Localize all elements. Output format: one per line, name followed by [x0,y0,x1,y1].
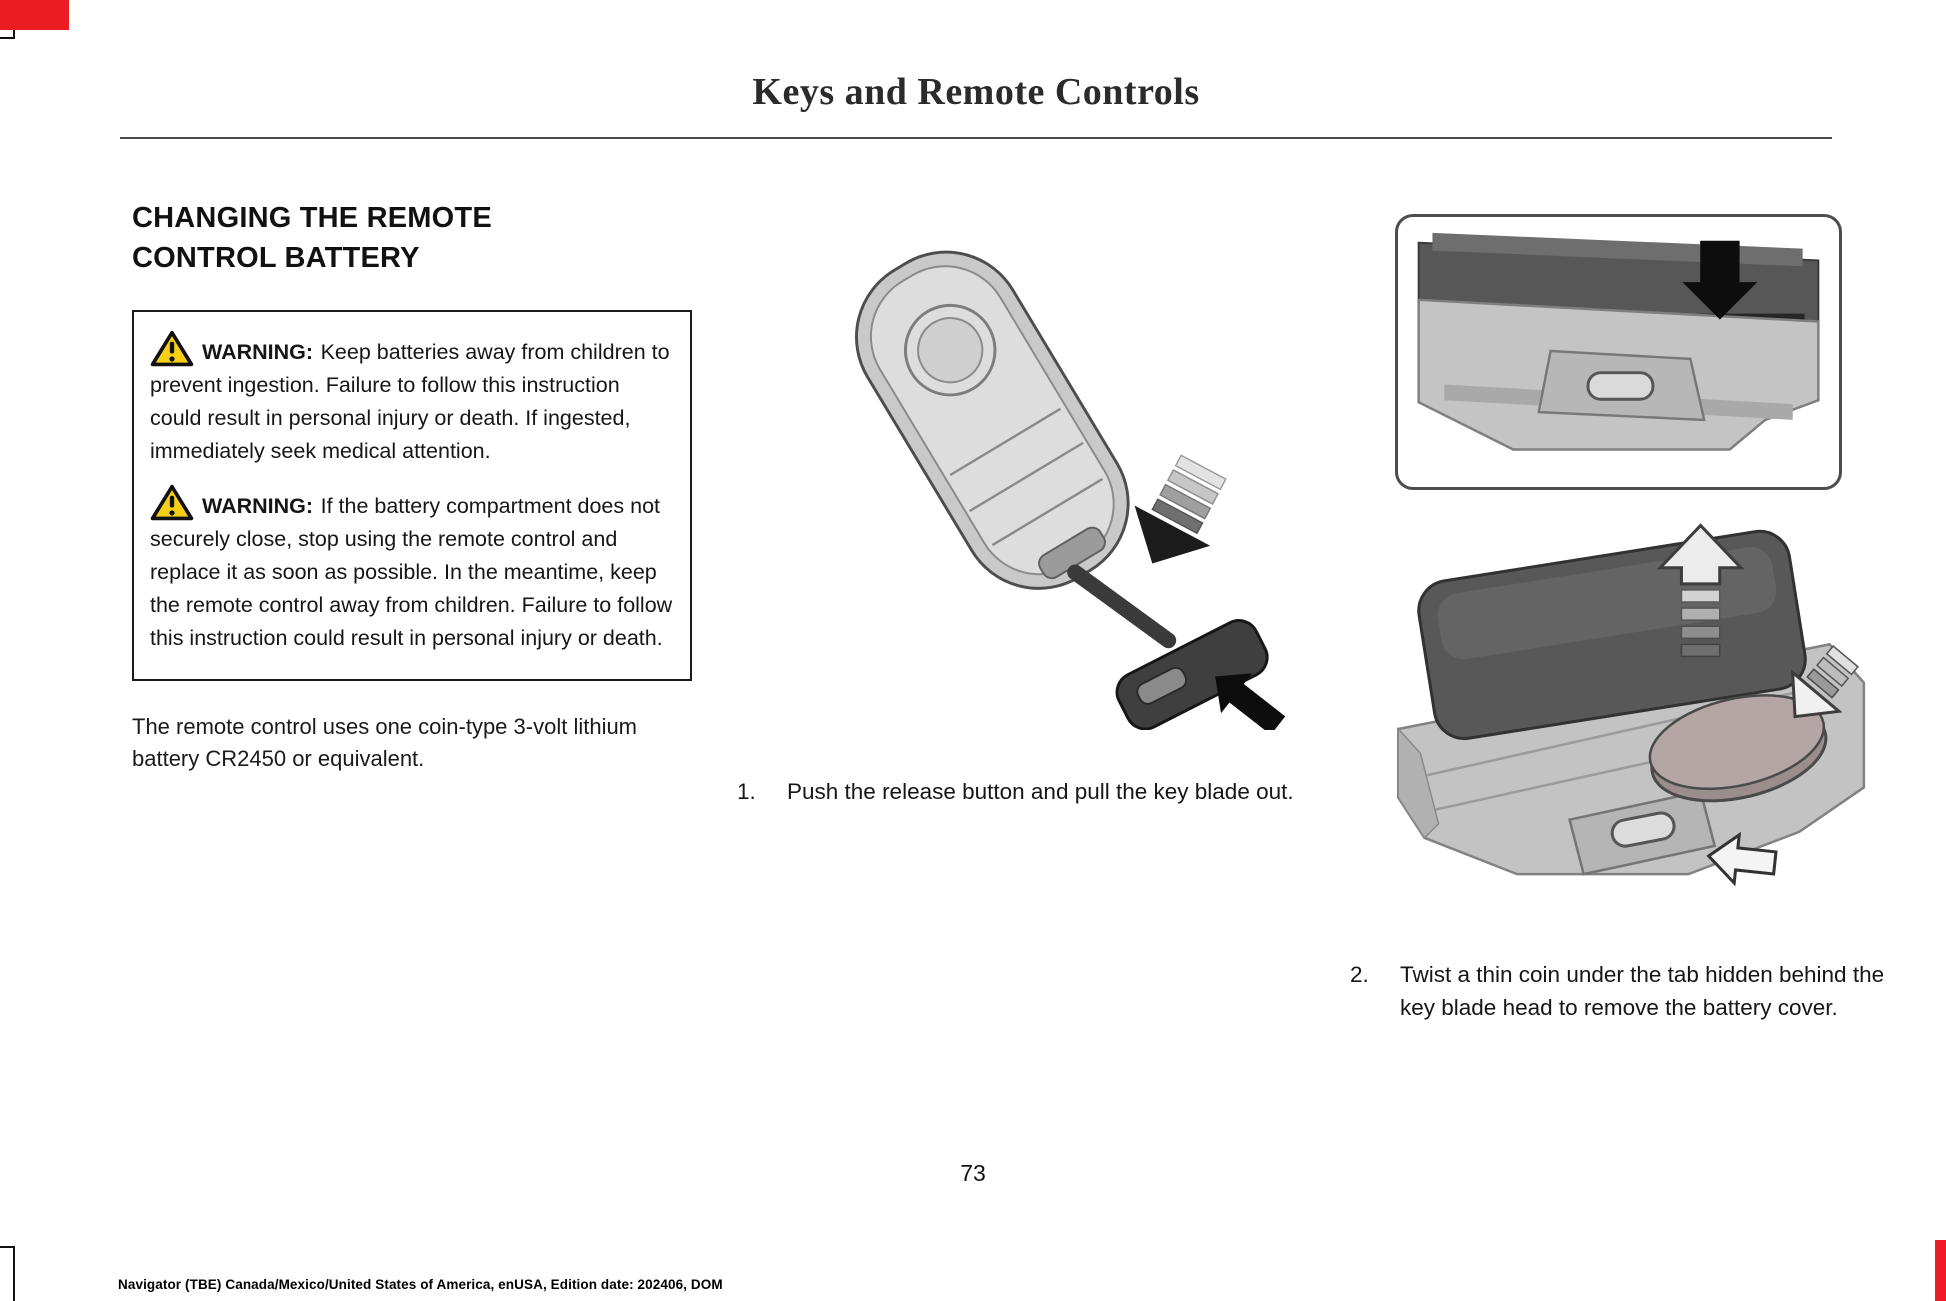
section-heading: CHANGING THE REMOTE CONTROL BATTERY [132,202,492,274]
battery-note: The remote control uses one coin-type 3-… [132,714,638,771]
figure-battery-cover-removal [1396,523,1866,887]
figure-tab-closeup [1417,232,1820,451]
left-column: CHANGING THE REMOTE CONTROL BATTERY WARN… [132,198,692,775]
key-blade [1067,564,1177,649]
footer-edition-text: Navigator (TBE) Canada/Mexico/United Sta… [118,1277,723,1292]
step-text: Push the release button and pull the key… [787,779,1294,804]
figure-key-blade-removal [855,250,1286,730]
red-print-mark-top-left [0,0,69,30]
warning-triangle-icon [150,330,194,367]
page-number: 73 [960,1160,986,1186]
crop-mark-bottom-left [0,1246,15,1301]
step-item-2: 2. Twist a thin coin under the tab hidde… [1350,958,1915,1024]
step-number: 2. [1350,962,1369,987]
warning-label: WARNING: [202,340,314,364]
push-release-arrow-icon [1215,673,1286,730]
warning-text: Keep batteries away from children to pre… [150,340,670,463]
down-arrow-icon [1682,240,1758,320]
warning-box: WARNING:Keep batteries away from childre… [132,310,692,681]
warning-label: WARNING: [202,494,314,518]
warning-paragraph: WARNING:If the battery compartment does … [150,484,674,655]
key-blade-head [1115,619,1269,730]
lift-cover-arrow-icon [1656,523,1745,658]
tab-hole [1610,811,1676,848]
tab-hole [1586,371,1655,401]
slide-cue-arrow-icon [1706,831,1778,887]
key-fob-body [855,250,1130,590]
twist-cue-arrow-icon [1790,644,1859,719]
red-print-mark-bottom-right [1935,1240,1946,1301]
step-item-1: 1. Push the release button and pull the … [737,775,1312,808]
warning-paragraph: WARNING:Keep batteries away from childre… [150,330,674,468]
figure-tab-closeup-frame [1395,214,1842,490]
pull-direction-arrow-icon [1134,454,1227,564]
coin-battery [1648,694,1828,803]
header-rule [120,137,1832,139]
step-text: Twist a thin coin under the tab hidden b… [1400,962,1885,1020]
warning-triangle-icon [150,484,194,521]
step-number: 1. [737,779,756,804]
page-title: Keys and Remote Controls [752,71,1200,113]
warning-text: If the battery compartment does not secu… [150,494,673,650]
